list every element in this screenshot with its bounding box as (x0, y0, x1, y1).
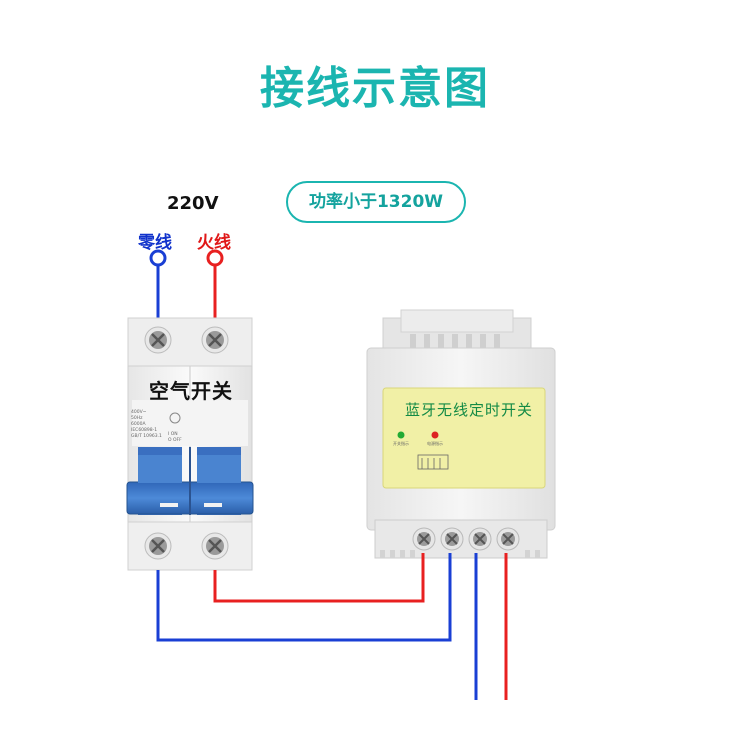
live-input-terminal-icon (206, 249, 224, 267)
air-switch-breaker (126, 317, 254, 571)
neutral-input-terminal-icon (149, 249, 167, 267)
input-wires (149, 249, 224, 318)
voltage-label: 220V (167, 193, 219, 214)
power-limit-badge: 功率小于1320W (286, 181, 466, 223)
live-wire-label: 火线 (197, 233, 231, 253)
breaker-spec-text: 400V~ 50Hz 6000A IEC60898-1 GB/T 10963.1 (131, 410, 162, 439)
power-indicator-label: 电源指示 (427, 441, 443, 446)
bluetooth-timer-switch (366, 309, 556, 559)
connection-wires (156, 553, 508, 700)
breaker-name: 空气开关 (149, 379, 233, 403)
breaker-switch-text: I ON O OFF (168, 432, 182, 443)
timer-switch-name: 蓝牙无线定时开关 (404, 401, 533, 419)
neutral-wire-label: 零线 (138, 233, 172, 253)
diagram-title: 接线示意图 (260, 63, 490, 114)
switch-indicator-label: 开关指示 (393, 441, 409, 446)
